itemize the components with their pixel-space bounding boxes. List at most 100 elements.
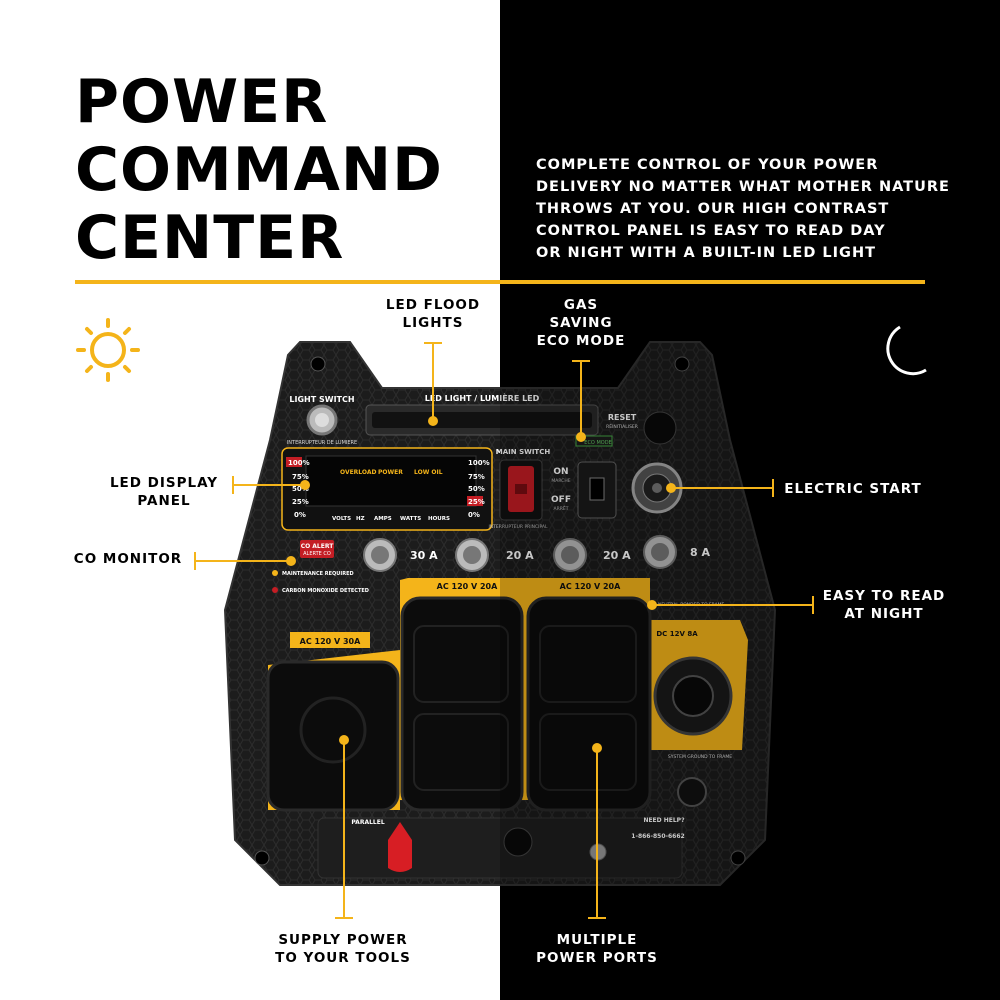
system-ground-label: SYSTEM GROUND TO FRAME (668, 754, 732, 760)
outlet-20a-1-label: AC 120 V 20A (437, 582, 498, 591)
connector (194, 560, 290, 562)
outlet-30a-recess (299, 696, 367, 764)
watts-label: WATTS (400, 516, 421, 522)
connector (424, 342, 442, 344)
outlet-30a-label-bg (290, 632, 370, 648)
description-line: OR NIGHT WITH A BUILT-IN LED LIGHT (536, 245, 876, 261)
hz-label: HZ (356, 516, 365, 522)
main-switch-rocker (515, 484, 527, 494)
maintenance-label: MAINTENANCE REQUIRED (282, 571, 354, 577)
callout-gas-saving: GAS SAVING ECO MODE (526, 296, 636, 350)
connector (672, 487, 772, 489)
maintenance-indicator (272, 570, 278, 576)
connector-dot (300, 480, 310, 490)
title-line-1: POWER (75, 67, 329, 137)
breaker-20a-2[interactable] (553, 538, 587, 572)
pct-left: 25% (292, 498, 309, 506)
connector (596, 748, 598, 918)
callout-easy-to-read: EASY TO READ AT NIGHT (816, 587, 952, 623)
amps-label: AMPS (374, 516, 392, 522)
parallel-label: PARALLEL (351, 819, 384, 826)
callout-multiple-ports: MULTIPLE POWER PORTS (526, 931, 668, 967)
outlet-20a-2-label: AC 120 V 20A (560, 582, 621, 591)
breaker-label: 30 A (410, 549, 438, 562)
title-line-2: COMMAND (75, 135, 443, 205)
outlet-20a-1-upper (413, 625, 509, 703)
reset-label-fr: RÉINITIALISER (606, 422, 638, 430)
power-label: POWER (378, 469, 403, 476)
connector-dot (647, 600, 657, 610)
breaker-label: 8 A (690, 546, 710, 559)
description: COMPLETE CONTROL OF YOUR POWER DELIVERY … (536, 154, 950, 264)
outlet-20a-2-cover[interactable] (526, 596, 652, 812)
divider (75, 280, 925, 284)
electric-start-core (652, 483, 662, 493)
description-line: DELIVERY NO MATTER WHAT MOTHER NATURE (536, 179, 950, 195)
callout-line: LED FLOOD (385, 297, 481, 313)
description-line: COMPLETE CONTROL OF YOUR POWER (536, 157, 879, 173)
screw (730, 850, 746, 866)
reset-button[interactable] (643, 411, 677, 445)
connector (588, 917, 606, 919)
hours-label: HOURS (428, 516, 450, 522)
callout-line: LED DISPLAY (109, 475, 219, 491)
led-light-lens (372, 412, 592, 428)
ground-terminal[interactable] (589, 843, 607, 861)
light-switch-cap (315, 413, 329, 427)
main-switch-label: MAIN SWITCH (496, 448, 551, 456)
callout-line: GAS (563, 297, 599, 313)
callout-line: LIGHTS (402, 315, 464, 331)
description-line: CONTROL PANEL IS EASY TO READ DAY (536, 223, 886, 239)
pct-right: 0% (468, 511, 480, 519)
pct-bar-red (467, 496, 483, 506)
display-screen (305, 455, 477, 507)
description-line: THROWS AT YOU. OUR HIGH CONTRAST (536, 201, 890, 217)
page-title: POWER COMMAND CENTER (75, 68, 443, 272)
connector (343, 740, 345, 918)
connector-dot (592, 743, 602, 753)
secondary-switch-rocker (589, 477, 605, 501)
co-alert-label: CO ALERT (301, 543, 335, 550)
off-label: OFF (551, 495, 571, 505)
breaker-label: 20 A (603, 549, 631, 562)
main-switch-label-fr: INTERRUPTEUR PRINCIPAL (488, 524, 547, 530)
pct-left: 100% (288, 459, 310, 467)
pct-bar-red (286, 457, 302, 467)
breaker-20a-1[interactable] (455, 538, 489, 572)
light-switch-label-fr: INTERRUPTEUR DE LUMIERE (287, 440, 357, 446)
connector (432, 342, 434, 420)
callout-line: SUPPLY POWER (278, 932, 408, 948)
breaker-8a[interactable] (643, 535, 677, 569)
pct-right: 25% (468, 498, 485, 506)
outlet-20a-2-upper (539, 625, 637, 703)
connector-dot (428, 416, 438, 426)
fuel-cap[interactable] (388, 822, 412, 872)
overload-label: OVERLOAD (340, 469, 376, 476)
pct-right: 100% (468, 459, 490, 467)
connector-dot (576, 432, 586, 442)
led-light-label: LED LIGHT / LUMIÈRE LED (425, 392, 540, 403)
outlet-20a-1-cover[interactable] (400, 596, 524, 812)
parallel-port[interactable] (503, 827, 533, 857)
outlet-30a-cover[interactable] (266, 660, 400, 812)
screw (674, 356, 690, 372)
callout-line: MULTIPLE (556, 932, 638, 948)
eco-mode-label: ECO MODE (584, 440, 611, 446)
screw (254, 850, 270, 866)
pct-right: 50% (468, 485, 485, 493)
need-help-label: NEED HELP? (643, 817, 685, 824)
connector-dot (286, 556, 296, 566)
reset-label: RESET (608, 413, 637, 422)
breaker-30a[interactable] (363, 538, 397, 572)
callout-led-display-panel: LED DISPLAY PANEL (104, 474, 224, 510)
callout-line: TO YOUR TOOLS (275, 950, 411, 966)
outlet-20a-label-bg (408, 578, 526, 592)
off-label-fr: ARRÊT (554, 504, 569, 512)
pct-left: 50% (292, 485, 309, 493)
callout-line: AT NIGHT (844, 606, 924, 622)
connector (194, 552, 196, 570)
usb-port[interactable] (677, 777, 707, 807)
pct-left: 75% (292, 473, 309, 481)
dc-label: DC 12V 8A (656, 630, 698, 638)
